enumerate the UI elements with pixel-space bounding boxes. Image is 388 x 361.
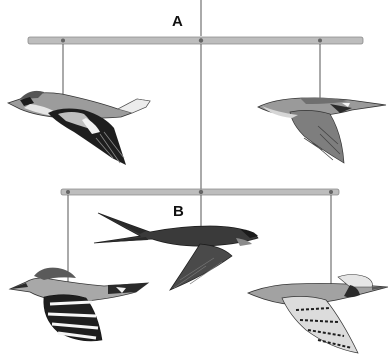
- waxwing-bird: [8, 91, 150, 165]
- kingfisher-bird: [258, 97, 386, 163]
- label-a: A: [172, 14, 183, 29]
- woodpecker-bird: [248, 275, 388, 354]
- label-b: B: [173, 204, 184, 219]
- swallow-bird: [94, 213, 258, 290]
- hoopoe-bird: [10, 268, 148, 341]
- lower-bar-b: [61, 189, 339, 195]
- upper-bar-a: [28, 37, 363, 44]
